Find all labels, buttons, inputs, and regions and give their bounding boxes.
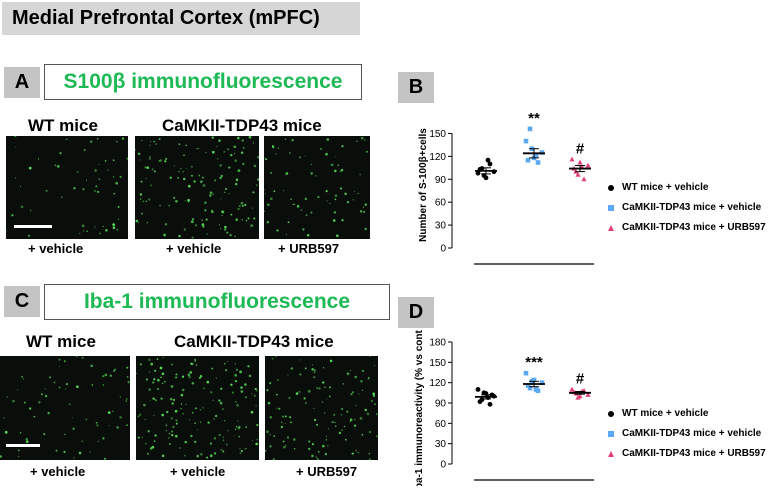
panel-a-treatment-3: + URB597 [278, 241, 340, 256]
legend-item-tg-vehicle: CaMKII-TDP43 mice + vehicle [604, 428, 761, 439]
legend-label: CaMKII-TDP43 mice + URB597 [622, 448, 766, 459]
legend-marker-square [604, 204, 618, 212]
data-point [527, 126, 533, 132]
legend-marker-circle [604, 410, 618, 418]
y-tick-label: 0 [440, 460, 446, 471]
panel-c-group-tg: CaMKII-TDP43 mice [174, 332, 334, 351]
legend-marker-square [604, 430, 618, 438]
panel-c-group-wt: WT mice [26, 332, 96, 351]
legend-b: WT mice + vehicle CaMKII-TDP43 mice + ve… [604, 182, 782, 242]
y-tick-label: 150 [429, 129, 446, 140]
chart-d-svg: 0 30 60 90 120 150 180 Iba-1 immunoreactivity (… [414, 314, 594, 491]
legend-label: CaMKII-TDP43 mice + vehicle [622, 202, 762, 213]
y-tick-label: 30 [435, 221, 447, 232]
data-point [577, 159, 583, 165]
y-axis-label: Number of S-100β+cells [418, 128, 429, 242]
figure-title: Medial Prefrontal Cortex (mPFC) [12, 7, 320, 29]
y-tick-label: 150 [429, 358, 446, 369]
micrograph-a-tg-vehicle [135, 136, 259, 239]
data-point [585, 162, 591, 168]
data-point [539, 380, 545, 385]
panel-c-treatment-1: + vehicle [30, 464, 86, 479]
micrograph-c-tg-urb597 [265, 356, 378, 460]
figure-title-box: Medial Prefrontal Cortex (mPFC) [2, 2, 360, 35]
scale-bar [6, 444, 40, 447]
data-point [569, 156, 575, 162]
y-tick-label: 120 [429, 152, 446, 163]
data-point [523, 138, 529, 144]
data-point [527, 385, 533, 391]
micrograph-c-tg-vehicle [136, 356, 259, 460]
data-point [525, 383, 531, 388]
y-tick-label: 90 [435, 399, 447, 410]
significance-label: # [576, 370, 585, 387]
data-point [477, 399, 483, 405]
panel-a-treatment-2: + vehicle [166, 241, 222, 256]
legend-item-tg-vehicle: CaMKII-TDP43 mice + vehicle [604, 202, 761, 213]
panel-c-treatment-2: + vehicle [170, 464, 226, 479]
data-point [525, 157, 531, 163]
panel-a-group-wt: WT mice [28, 116, 98, 135]
legend-d: WT mice + vehicle CaMKII-TDP43 mice + ve… [604, 408, 782, 468]
legend-marker-triangle [604, 450, 618, 458]
data-point [585, 392, 591, 397]
data-point [523, 370, 529, 376]
panel-c-treatment-3: + URB597 [296, 464, 358, 479]
panel-letter-d: D [398, 297, 434, 328]
significance-label: ** [528, 110, 540, 127]
data-point [575, 394, 581, 400]
panel-a-treatment-1: + vehicle [28, 241, 84, 256]
y-tick-label: 60 [435, 419, 447, 430]
legend-item-wt: WT mice + vehicle [604, 408, 708, 419]
legend-marker-triangle [604, 224, 618, 232]
y-tick-label: 0 [440, 244, 446, 255]
y-tick-label: 120 [429, 378, 446, 389]
legend-label: CaMKII-TDP43 mice + vehicle [622, 428, 762, 439]
micrograph-a-tg-urb597 [264, 136, 370, 239]
legend-item-wt: WT mice + vehicle [604, 182, 708, 193]
y-tick-label: 180 [429, 338, 446, 349]
y-tick-label: 30 [435, 439, 447, 450]
data-point [475, 170, 481, 176]
data-point [487, 401, 493, 407]
chart-d: 0 30 60 90 120 150 180 Iba-1 immunoreactivity (… [412, 314, 602, 491]
y-axis-label: Iba-1 immunoreactivity (% vs control) [414, 330, 425, 486]
micrograph-a-wt [6, 136, 128, 239]
legend-label: WT mice + vehicle [622, 182, 709, 193]
data-point [575, 171, 581, 177]
data-point [475, 387, 481, 392]
y-tick-label: 60 [435, 198, 447, 209]
data-point [485, 157, 491, 163]
scale-bar [14, 225, 52, 228]
micrograph-c-wt [0, 356, 130, 460]
data-point [581, 176, 587, 182]
panel-letter-c: C [4, 286, 40, 317]
legend-label: WT mice + vehicle [622, 408, 709, 419]
panel-c-heading: Iba-1 immunofluorescence [44, 284, 390, 320]
panel-letter-a: A [4, 67, 40, 98]
data-point [569, 386, 575, 392]
significance-label: # [576, 140, 585, 157]
panel-a-group-tg: CaMKII-TDP43 mice [162, 116, 322, 135]
legend-marker-circle [604, 184, 618, 192]
legend-item-tg-urb: CaMKII-TDP43 mice + URB597 [604, 448, 766, 459]
data-point [533, 152, 539, 158]
data-point [533, 387, 539, 392]
panel-letter-b: B [398, 72, 434, 103]
significance-label: *** [525, 354, 543, 371]
data-point [535, 160, 541, 165]
legend-label: CaMKII-TDP43 mice + URB597 [622, 222, 766, 233]
data-point [487, 161, 493, 167]
legend-item-tg-urb: CaMKII-TDP43 mice + URB597 [604, 222, 766, 233]
data-point [481, 390, 487, 396]
y-tick-label: 90 [435, 175, 447, 186]
panel-a-heading: S100β immunofluorescence [44, 64, 362, 100]
